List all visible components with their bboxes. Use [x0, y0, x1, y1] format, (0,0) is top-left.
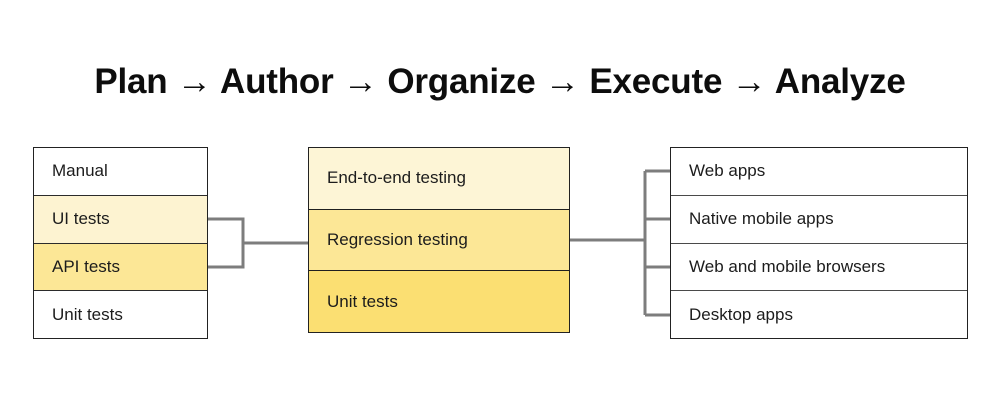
list-item-native-mobile-apps[interactable]: Native mobile apps [671, 195, 967, 244]
list-item-regression-testing[interactable]: Regression testing [309, 209, 569, 272]
list-item-api-tests[interactable]: API tests [34, 243, 207, 292]
list-item-ui-tests[interactable]: UI tests [34, 195, 207, 244]
list-item-desktop-apps[interactable]: Desktop apps [671, 291, 967, 338]
page-title: Plan → Author → Organize → Execute → Ana… [94, 62, 906, 101]
list-item-end-to-end-testing[interactable]: End-to-end testing [309, 148, 569, 210]
list-item-unit-tests[interactable]: Unit tests [34, 291, 207, 338]
list-item-unit-tests-mid[interactable]: Unit tests [309, 271, 569, 333]
list-item-web-apps[interactable]: Web apps [671, 148, 967, 196]
targets-group: Web apps Native mobile apps Web and mobi… [670, 147, 968, 339]
test-types-group: Manual UI tests API tests Unit tests [33, 147, 208, 339]
test-levels-group: End-to-end testing Regression testing Un… [308, 147, 570, 333]
list-item-web-and-mobile-browsers[interactable]: Web and mobile browsers [671, 243, 967, 292]
list-item-manual[interactable]: Manual [34, 148, 207, 196]
